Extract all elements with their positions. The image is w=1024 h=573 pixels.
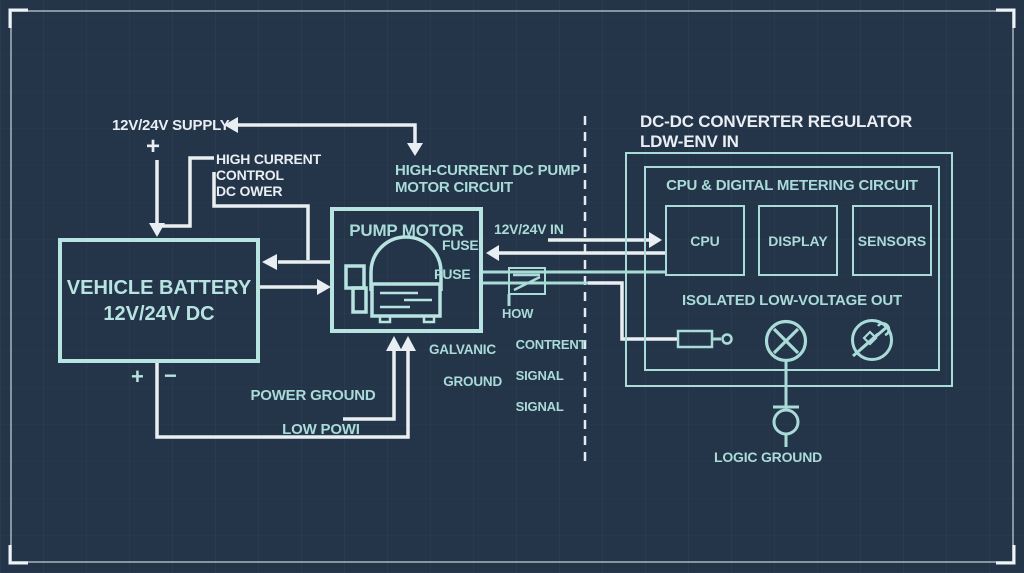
- pump-motor-icon: [344, 235, 443, 324]
- supply-label: 12V/24V SUPPLY: [112, 117, 230, 134]
- display-label: DISPLAY: [768, 232, 828, 249]
- power-ground-loop-wire: [155, 350, 410, 439]
- vehicle-battery-box: VEHICLE BATTERY 12V/24V DC: [58, 238, 260, 363]
- galvanic-ground-label: GALVANIC GROUND: [429, 342, 502, 406]
- logic-ground-icon: [772, 405, 800, 447]
- battery-terminal-minus: −: [164, 363, 177, 388]
- pump-box-title: PUMP MOTOR: [349, 221, 464, 240]
- power-ground-label-wire: [343, 350, 396, 421]
- control-label-line3: DC OWER: [216, 183, 283, 199]
- arrow-ground-2: [386, 336, 402, 351]
- fuse-label-top: FUSE: [442, 237, 479, 253]
- motor-foot-right: [422, 314, 436, 324]
- signal-crossover-wire: [588, 281, 678, 341]
- power-ground-label: POWER GROUND LOW POWI: [245, 387, 381, 455]
- cpu-box: CPU: [665, 205, 745, 276]
- motor-dome: [369, 235, 443, 291]
- converter-inner-box: [644, 166, 940, 371]
- fuse-label-bottom: FUSE: [434, 266, 471, 282]
- battery-terminal-plus: +: [131, 364, 144, 389]
- converter-outer-box: [625, 152, 953, 387]
- motor-foot-left: [378, 314, 392, 324]
- control-label-bracket-1: [159, 156, 214, 228]
- battery-title-line2: 12V/24V DC: [103, 302, 215, 325]
- battery-title-line1: VEHICLE BATTERY: [66, 276, 252, 299]
- arrow-to-pump-heading: [407, 143, 423, 156]
- power-ground-line1: POWER GROUND: [250, 387, 376, 404]
- pump-heading-line1: HIGH-CURRENT DC PUMP: [395, 162, 581, 179]
- power-ground-line2: LOW POWI: [282, 421, 360, 438]
- converter-title-line1: DC-DC CONVERTER REGULATOR: [640, 112, 913, 131]
- signal-line1: HOW: [502, 306, 534, 321]
- arrow-to-pump-right: [486, 245, 499, 261]
- motor-mount: [351, 286, 368, 314]
- pump-heading-line2: MOTOR CIRCUIT: [395, 179, 513, 196]
- arrow-to-battery-right: [262, 254, 277, 270]
- signal-line2: CONTRENT: [515, 337, 587, 352]
- display-box: DISPLAY: [758, 205, 838, 276]
- crossed-tools-icon: [851, 319, 893, 361]
- galvanic-line2: GROUND: [443, 374, 503, 389]
- signal-line3: SIGNAL: [515, 368, 564, 383]
- converter-title-line2: LDW-ENV IN: [640, 132, 739, 151]
- galvanic-line1: GALVANIC: [429, 342, 496, 357]
- fuse-component-box: [508, 267, 546, 295]
- sensors-label: SENSORS: [857, 232, 927, 249]
- resistor-icon: [676, 329, 733, 349]
- signal-wires: [483, 270, 788, 406]
- high-current-wires: [155, 123, 678, 439]
- arrow-ground-1: [400, 336, 416, 351]
- arrow-to-battery-top: [149, 223, 165, 237]
- arrow-to-cpu: [649, 232, 662, 248]
- logic-ground-label: LOGIC GROUND: [713, 449, 823, 465]
- control-label-line1: HIGH CURRENT: [216, 151, 321, 167]
- signal-line4: SIGNAL: [515, 399, 564, 414]
- low-voltage-out-label: ISOLATED LOW-VOLTAGE OUT: [682, 292, 902, 309]
- fuse-switch-icon: [513, 273, 541, 292]
- sensors-box: SENSORS: [852, 205, 932, 276]
- pump-motor-box: [330, 207, 483, 333]
- cpu-label: CPU: [690, 232, 720, 249]
- arrow-to-pump-left: [317, 279, 331, 295]
- dc-in-label: 12V/24V IN: [494, 221, 564, 237]
- control-label-bracket-2: [212, 172, 310, 260]
- supply-feedback-wire: [232, 123, 417, 144]
- lamp-x-icon: [764, 319, 808, 363]
- control-label-line2: CONTROL: [216, 167, 284, 183]
- metering-title: CPU & DIGITAL METERING CIRCUIT: [666, 177, 918, 194]
- supply-plus-sign: +: [146, 133, 160, 160]
- arrow-to-supply: [224, 117, 238, 133]
- arrowheads: [149, 117, 662, 351]
- signal-label: HOW CONTRENT SIGNAL SIGNAL: [502, 306, 586, 430]
